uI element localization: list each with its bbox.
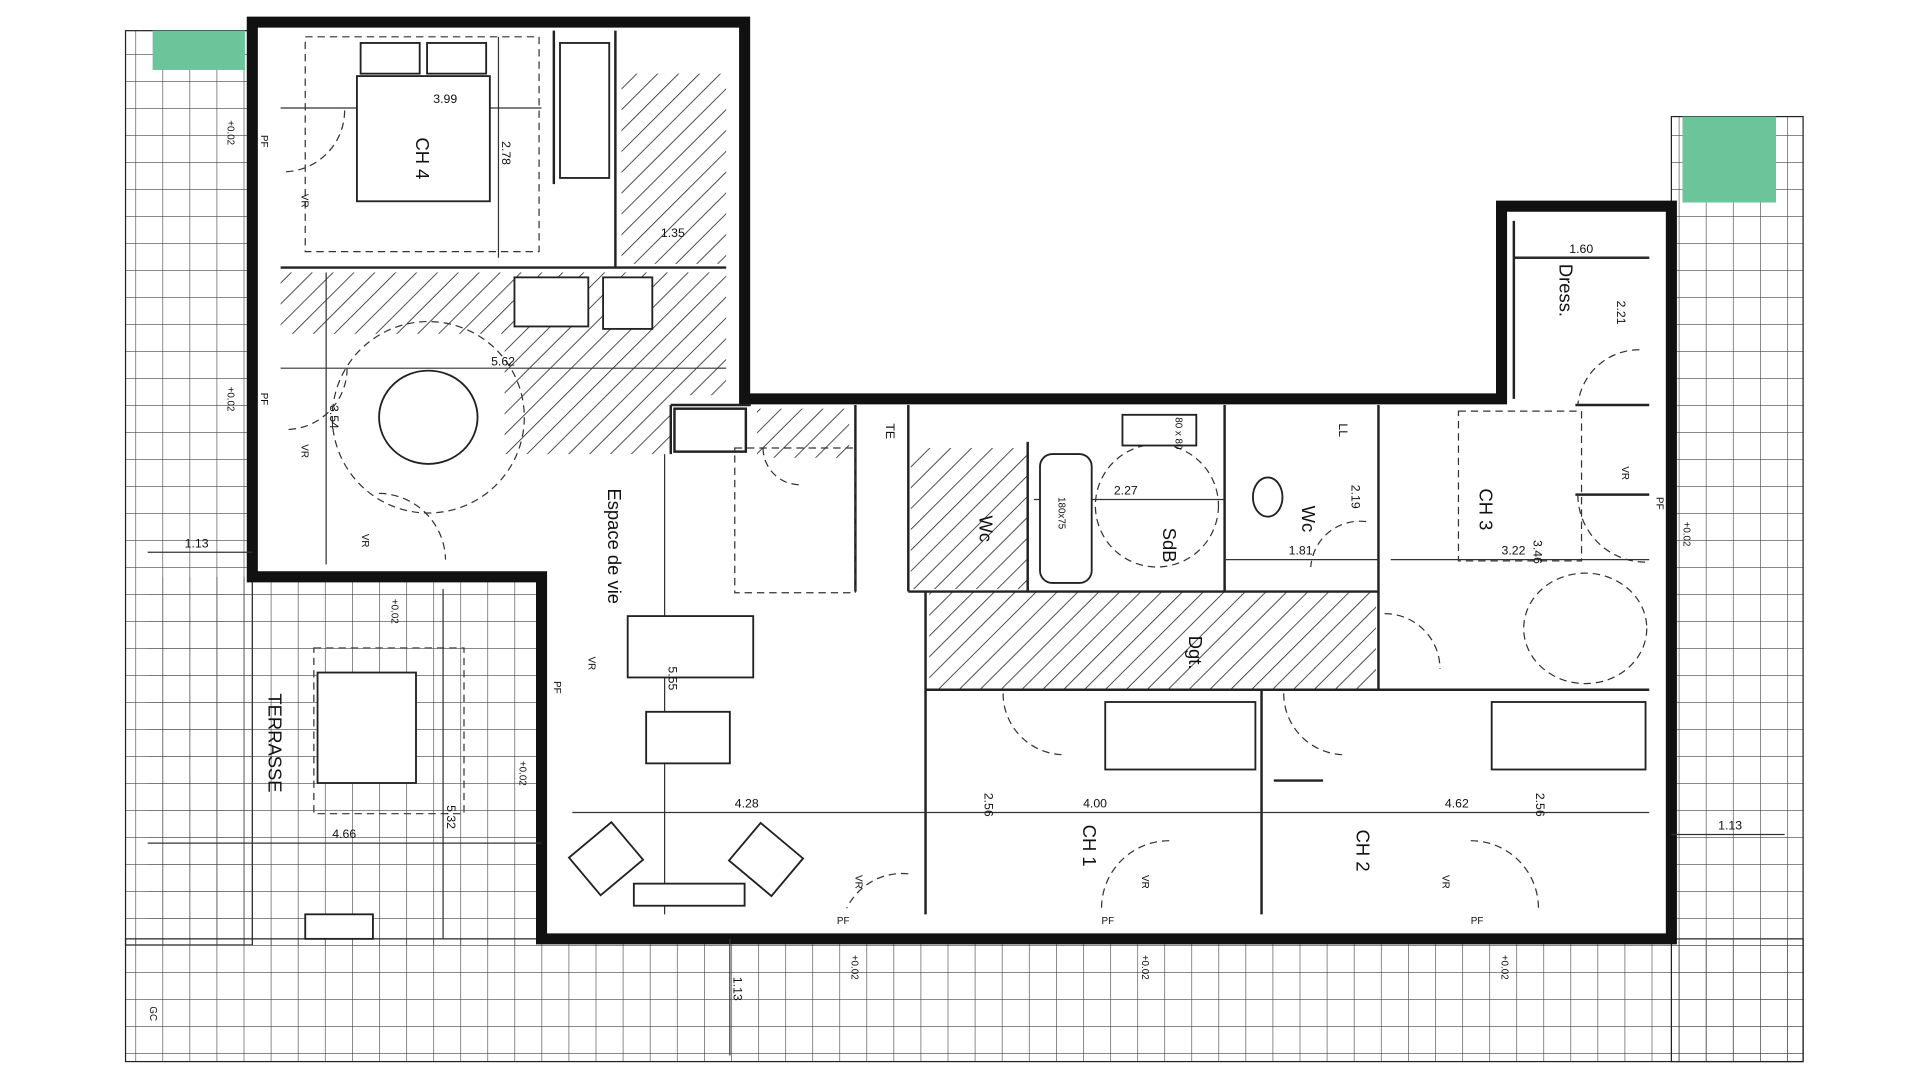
vr-living-bottom: VR xyxy=(852,875,863,889)
exterior-wall xyxy=(246,16,1677,945)
room-label-dgt: Dgt. xyxy=(1185,636,1206,670)
vr-terrace-door: VR xyxy=(359,534,370,548)
pf-living-bottom: PF xyxy=(837,916,850,927)
terrace-paving xyxy=(124,30,1804,1063)
dim-kitchen: 5.62 xyxy=(491,355,515,369)
vr-ch4: VR xyxy=(299,194,310,208)
dim-dining: 3.54 xyxy=(327,405,341,429)
furniture xyxy=(304,36,1648,940)
pf-ch4: PF xyxy=(258,135,269,148)
room-label-te: TE xyxy=(883,423,897,439)
interior-walls xyxy=(280,30,1650,915)
room-label-ll: LL xyxy=(1336,423,1350,437)
dim-ch4-width: 3.99 xyxy=(433,92,457,106)
dim-ch1-depth: 2.56 xyxy=(982,793,996,817)
vr-living: VR xyxy=(585,657,596,671)
dim-ch1-width: 4.00 xyxy=(1083,797,1107,811)
level-living: +0.02 xyxy=(516,761,527,786)
vr-dining: VR xyxy=(299,444,310,458)
dim-terrace-bottom: 1.13 xyxy=(731,977,745,1001)
annotations: +0.02 +0.02 +0.02 +0.02 +0.02 +0.02 +0.0… xyxy=(225,120,1692,979)
level-bottom-ch2: +0.02 xyxy=(1499,955,1510,980)
level-dining: +0.02 xyxy=(225,387,236,412)
dim-terrace-depth: 5.32 xyxy=(444,805,458,829)
dim-ch3-width: 3.22 xyxy=(1502,544,1526,558)
dim-ch2-width: 4.62 xyxy=(1445,797,1469,811)
dim-ch4-depth: 2.78 xyxy=(499,141,513,165)
dim-living-depth: 5.55 xyxy=(665,666,679,690)
room-label-ch1: CH 1 xyxy=(1079,825,1100,867)
dim-wc-depth: 2.19 xyxy=(1348,485,1362,509)
pf-ch2-bottom: PF xyxy=(1471,916,1484,927)
dim-ch2-depth: 2.56 xyxy=(1533,793,1547,817)
vr-ch3: VR xyxy=(1619,466,1630,480)
room-labels: CH 4 Espace de vie TERRASSE CH 1 CH 2 CH… xyxy=(147,137,1576,1021)
room-label-espace-de-vie: Espace de vie xyxy=(604,488,625,604)
doors[interactable] xyxy=(283,110,1646,909)
dim-living-width: 4.28 xyxy=(735,797,759,811)
dim-ch3-depth: 3.46 xyxy=(1531,540,1545,564)
room-label-wc-1: Wc xyxy=(976,515,997,542)
room-label-sdb: SdB xyxy=(1159,528,1180,563)
room-label-ch4: CH 4 xyxy=(412,137,433,179)
level-terrace: +0.02 xyxy=(388,599,399,624)
dim-dress-width: 1.60 xyxy=(1569,242,1593,256)
dim-sdb-width: 2.27 xyxy=(1114,484,1138,498)
level-ch4: +0.02 xyxy=(225,120,236,145)
level-bottom-ch1: +0.02 xyxy=(1139,955,1150,980)
room-label-dress: Dress. xyxy=(1555,264,1576,317)
pf-ch1-bottom: PF xyxy=(1102,916,1115,927)
dim-terrace-right: 1.13 xyxy=(1718,819,1742,833)
room-label-ch3: CH 3 xyxy=(1475,488,1496,530)
pf-dining: PF xyxy=(258,393,269,406)
dim-terrace-left: 1.13 xyxy=(185,536,209,550)
planter-right xyxy=(1682,116,1776,203)
level-ch3: +0.02 xyxy=(1681,522,1692,547)
room-label-terrasse: TERRASSE xyxy=(264,693,285,792)
dim-dress-depth: 2.21 xyxy=(1614,301,1628,325)
planter-left xyxy=(152,30,245,70)
dim-terrace-width: 4.66 xyxy=(332,827,356,841)
dim-shower: 80 x 80 xyxy=(1172,417,1183,450)
pf-ch3: PF xyxy=(1654,497,1665,510)
room-label-ch2: CH 2 xyxy=(1352,830,1373,872)
room-label-wc-2: Wc xyxy=(1298,506,1319,533)
vr-ch1: VR xyxy=(1139,875,1150,889)
pf-living: PF xyxy=(551,681,562,694)
dim-wc-width: 1.81 xyxy=(1289,544,1313,558)
vr-ch2: VR xyxy=(1439,875,1450,889)
dimension-values: 3.99 2.78 1.35 5.62 3.54 5.55 4.28 4.66 … xyxy=(185,92,1743,1001)
level-bottom-living: +0.02 xyxy=(849,955,860,980)
room-label-gc: GC xyxy=(147,1006,158,1021)
dim-bathtub: 180x75 xyxy=(1055,497,1066,530)
dim-ch4-bath: 1.35 xyxy=(661,226,685,240)
